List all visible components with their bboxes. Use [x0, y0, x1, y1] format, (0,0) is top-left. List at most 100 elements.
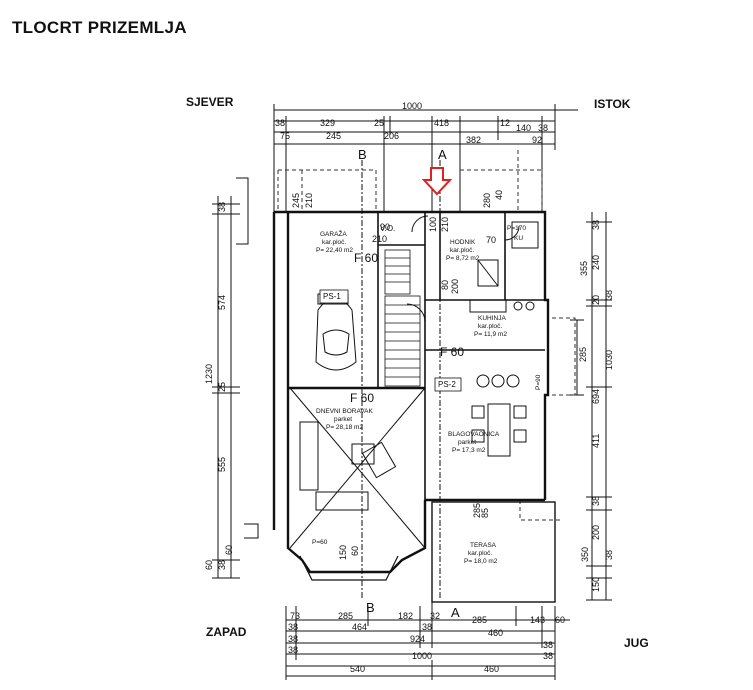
dim-bottom4-1: 1000: [412, 651, 432, 661]
dim-bottom2-2: 38: [422, 622, 432, 632]
room-dining-floor: parket: [458, 439, 476, 446]
dim-right-8: 411: [591, 434, 601, 448]
dim-bottom1-0: 73: [290, 611, 300, 621]
room-terrace-floor: kar.ploč.: [468, 550, 492, 557]
section-a-top: A: [438, 147, 447, 162]
page-title: TLOCRT PRIZEMLJA: [12, 18, 187, 37]
label-p60: P=60: [312, 539, 328, 546]
dim-top1-6: 38: [538, 123, 548, 133]
room-terrace-area: P= 18,0 m2: [464, 558, 498, 565]
dim-right-3: 20: [591, 295, 601, 305]
dim-right-12: 38: [604, 550, 614, 560]
dim-bottom1-4: 285: [472, 615, 487, 625]
room-living-floor: parket: [334, 416, 352, 423]
room-dining-name: BLAGOVAONICA: [448, 431, 500, 438]
dim-right-5: 285: [578, 347, 588, 362]
room-living-area: P= 28,18 m2: [326, 424, 363, 431]
dim-right-1: 240: [591, 255, 601, 270]
label-p170: P=170: [507, 225, 526, 232]
dim-inner-4: 100: [428, 217, 438, 232]
section-a-bottom: A: [451, 605, 460, 620]
dim-bottom2-1: 464: [352, 622, 367, 632]
dim-bottom1-2: 182: [398, 611, 413, 621]
dim-top2-3: 382: [466, 135, 481, 145]
dim-inner-11: 85: [480, 508, 490, 518]
label-ps1: PS-1: [323, 292, 341, 301]
dim-inner-13: 150: [338, 545, 348, 560]
room-kitchen-floor: kar.ploč.: [478, 323, 502, 330]
dim-top2-4: 92: [532, 135, 542, 145]
dim-total-top: 1000: [402, 101, 422, 111]
dim-left-7: 60: [224, 545, 234, 555]
dim-bottom3-2: 38: [543, 640, 553, 650]
dim-bottom1-3: 32: [430, 611, 440, 621]
label-f60-stair: F 60: [440, 345, 464, 359]
room-terrace-name: TERASA: [470, 542, 497, 549]
dim-top1-4: 12: [500, 118, 510, 128]
dim-left-2: 1230: [204, 364, 214, 384]
label-f60-living: F 60: [350, 391, 374, 405]
room-living-name: DNEVNI BORAVAK: [316, 408, 373, 415]
label-vo: V.O.: [380, 224, 395, 233]
dim-left-3: 25: [217, 382, 227, 392]
room-kitchen-area: P= 11,9 m2: [474, 331, 507, 338]
room-hall-name: HODNIK: [450, 239, 476, 246]
dim-bottom5-0: 540: [350, 664, 365, 674]
dim-left-0: 38: [217, 202, 227, 212]
dim-right-9: 38: [591, 496, 601, 506]
dim-inner-5: 210: [440, 217, 450, 232]
dim-right-2: 355: [579, 261, 589, 276]
dim-top2-1: 245: [326, 131, 341, 141]
dim-bottom1-6: 60: [555, 615, 565, 625]
dim-top2-0: 75: [280, 131, 290, 141]
dim-inner-9: 200: [450, 279, 460, 294]
dim-inner-8: 80: [440, 280, 450, 290]
room-garage-name: GARAŽA: [320, 229, 347, 238]
room-hall-area: P= 8,72 m2: [446, 255, 480, 262]
room-dining-area: P= 17,3 m2: [452, 447, 486, 454]
dim-inner-14: 60: [350, 546, 360, 556]
dim-right-13: 150: [591, 577, 601, 592]
label-ps2: PS-2: [438, 380, 456, 389]
dim-right-10: 200: [591, 525, 601, 540]
dim-inner-6: 90: [380, 222, 390, 232]
label-p90: P=90: [535, 374, 542, 390]
dim-right-6: 1030: [604, 350, 614, 370]
dim-bottom1-5: 143: [530, 615, 545, 625]
dim-left-4: 555: [217, 457, 227, 472]
section-b-bottom: B: [366, 600, 375, 615]
dim-inner-10: 70: [486, 235, 496, 245]
dim-top1-3: 418: [434, 118, 449, 128]
dim-bottom3-0: 38: [288, 634, 298, 644]
dim-left-5: 60: [204, 560, 214, 570]
section-arrow-icon: [421, 167, 453, 196]
section-b-top: B: [358, 147, 367, 162]
label-ku: KU: [514, 235, 523, 242]
dim-left-6: 38: [217, 560, 227, 570]
room-kitchen-name: KUHINJA: [478, 315, 506, 322]
dim-top1-5: 140: [516, 123, 531, 133]
dim-inner-2: 280: [482, 193, 492, 208]
dim-right-7: 694: [591, 389, 601, 404]
dim-top2-2: 206: [384, 131, 399, 141]
room-hall-floor: kar.ploč.: [450, 247, 474, 254]
dim-inner-3: 40: [494, 190, 504, 200]
dim-left-1: 574: [217, 295, 227, 310]
dim-bottom5-1: 460: [484, 664, 499, 674]
dim-bottom1-1: 285: [338, 611, 353, 621]
dim-bottom4-2: 38: [543, 651, 553, 661]
dim-inner-1: 210: [304, 193, 314, 208]
dim-inner-7: 210: [372, 234, 387, 244]
room-garage-area: P= 22,40 m2: [316, 247, 353, 254]
direction-east: ISTOK: [594, 97, 631, 111]
dim-right-0: 38: [591, 220, 601, 230]
dim-right-11: 350: [580, 547, 590, 562]
dim-inner-0: 245: [291, 193, 301, 208]
direction-south: JUG: [624, 636, 649, 650]
dim-top1-0: 38: [275, 118, 285, 128]
dim-top1-2: 25: [374, 118, 384, 128]
room-garage-floor: kar.ploč.: [322, 239, 346, 246]
label-f60-garage: F 60: [354, 251, 378, 265]
dim-bottom2-0: 38: [288, 622, 298, 632]
